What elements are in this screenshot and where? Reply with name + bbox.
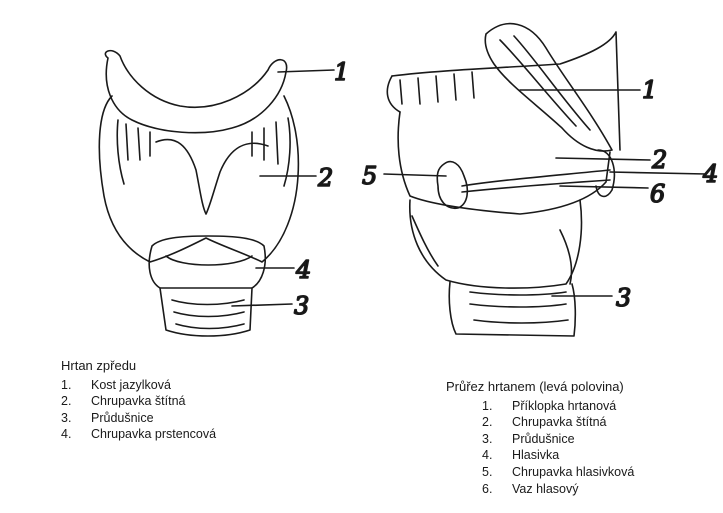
item-number: 4. (61, 426, 91, 443)
list-item: 2.Chrupavka štítná (61, 393, 216, 410)
cross-section-legend: Průřez hrtanem (levá polovina) 1.Příklop… (446, 379, 634, 497)
item-number: 5. (482, 464, 512, 481)
list-item: 3.Průdušnice (446, 431, 634, 448)
front-view-list: 1.Kost jazylková 2.Chrupavka štítná 3.Pr… (61, 377, 216, 443)
item-number: 1. (482, 398, 512, 415)
item-number: 4. (482, 447, 512, 464)
item-label: Hlasivka (512, 447, 559, 464)
cricoid-section (410, 200, 582, 288)
epiglottis (485, 24, 612, 151)
item-number: 1. (61, 377, 91, 394)
item-label: Kost jazylková (91, 377, 171, 394)
item-label: Průdušnice (512, 431, 575, 448)
item-number: 6. (482, 481, 512, 498)
item-label: Chrupavka prstencová (91, 426, 216, 443)
front-callout-4: 4 (295, 256, 311, 284)
list-item: 4.Chrupavka prstencová (61, 426, 216, 443)
cross-section-list: 1.Příklopka hrtanová 2.Chrupavka štítná … (446, 398, 634, 498)
list-item: 1.Příklopka hrtanová (446, 398, 634, 415)
section-callout-2: 2 (651, 146, 667, 174)
item-label: Chrupavka hlasivková (512, 464, 634, 481)
trachea-section (449, 282, 575, 336)
item-label: Chrupavka štítná (512, 414, 607, 431)
arytenoid-cartilage (437, 162, 467, 209)
larynx-diagram: 1 2 4 3 (0, 0, 723, 360)
list-item: 4.Hlasivka (446, 447, 634, 464)
item-label: Vaz hlasový (512, 481, 578, 498)
front-view-title: Hrtan zpředu (61, 358, 216, 375)
list-item: 2.Chrupavka štítná (446, 414, 634, 431)
cross-section-title: Průřez hrtanem (levá polovina) (446, 379, 634, 396)
front-callout-1: 1 (334, 58, 349, 86)
list-item: 5.Chrupavka hlasivková (446, 464, 634, 481)
section-callout-4: 4 (702, 160, 718, 188)
section-callout-1: 1 (642, 76, 657, 104)
section-callout-6: 6 (650, 180, 665, 208)
item-label: Chrupavka štítná (91, 393, 186, 410)
item-number: 2. (61, 393, 91, 410)
front-callout-3: 3 (294, 292, 309, 320)
item-label: Příklopka hrtanová (512, 398, 616, 415)
list-item: 3.Průdušnice (61, 410, 216, 427)
cricoid-cartilage (149, 236, 265, 288)
item-label: Průdušnice (91, 410, 154, 427)
front-view-legend: Hrtan zpředu 1.Kost jazylková 2.Chrupavk… (61, 358, 216, 443)
list-item: 1.Kost jazylková (61, 377, 216, 394)
hyoid-bone (105, 51, 286, 133)
vocal-cord (462, 170, 610, 186)
thyroid-cartilage (99, 96, 298, 262)
thyroid-section (398, 112, 610, 214)
item-number: 2. (482, 414, 512, 431)
section-callout-3: 3 (616, 284, 631, 312)
section-callout-5: 5 (362, 162, 377, 190)
list-item: 6.Vaz hlasový (446, 481, 634, 498)
item-number: 3. (61, 410, 91, 427)
item-number: 3. (482, 431, 512, 448)
front-callout-2: 2 (317, 164, 333, 192)
